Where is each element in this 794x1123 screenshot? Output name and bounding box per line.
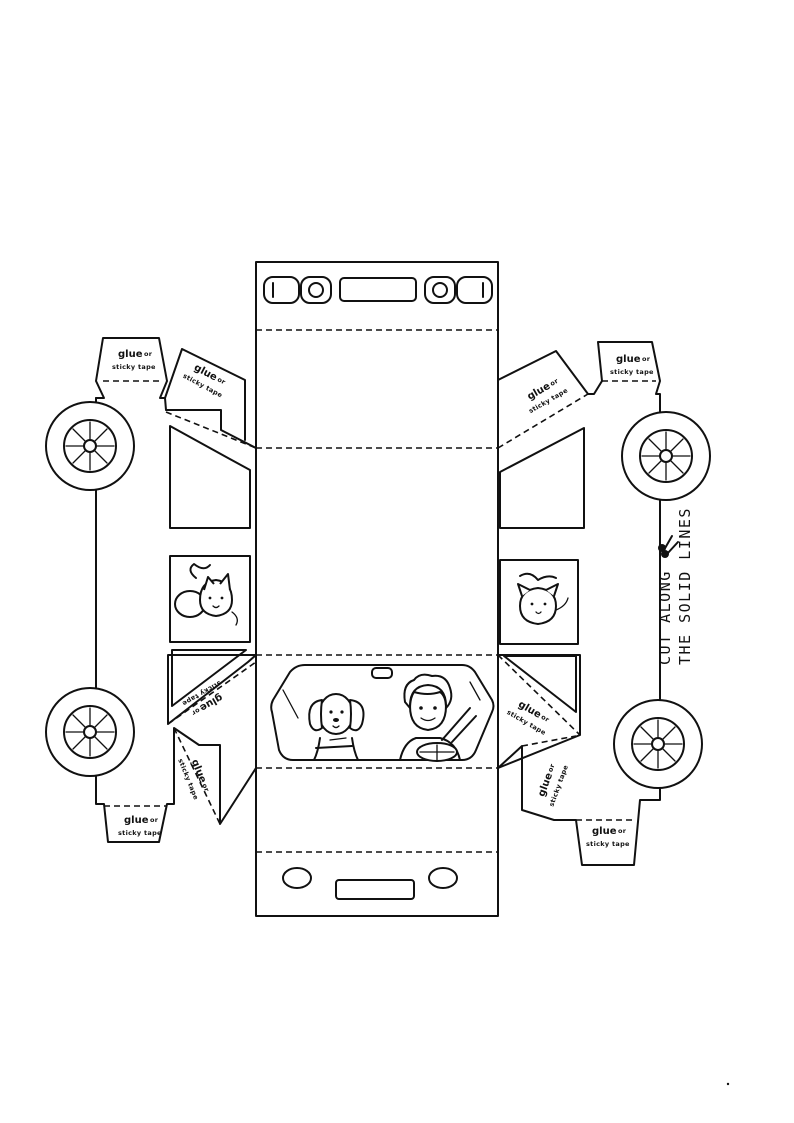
cat-right: [517, 572, 569, 625]
svg-text:glue: glue: [616, 354, 641, 365]
front-plate: [335, 879, 415, 900]
glue-tab-label-9: glue or sticky tape: [505, 699, 552, 737]
rear-light-left: [263, 276, 300, 304]
cat-left: [174, 563, 238, 626]
front-panel: [282, 867, 458, 900]
glue-tab-label-7: glue or sticky tape: [610, 354, 654, 376]
svg-text:or: or: [642, 355, 651, 363]
windshield: [270, 664, 495, 762]
left-window-rear: [171, 649, 247, 707]
dog-passenger: [308, 693, 365, 761]
svg-text:sticky tape: sticky tape: [610, 368, 654, 376]
svg-text:glue: glue: [592, 826, 617, 837]
svg-text:or: or: [216, 375, 227, 386]
rear-panel: [263, 276, 493, 304]
wheel-left-top: [45, 401, 135, 491]
rear-light-right: [456, 276, 493, 304]
svg-text:or: or: [549, 377, 561, 388]
svg-text:sticky tape: sticky tape: [112, 363, 156, 371]
glue-tab-label-10: glue or sticky tape: [536, 762, 570, 807]
car-body-strip: [255, 261, 499, 917]
right-window-front: [499, 427, 585, 529]
svg-text:or: or: [546, 762, 557, 773]
glue-tab-label-8: glue or sticky tape: [586, 826, 630, 848]
svg-text:or: or: [150, 816, 159, 824]
speck: [726, 1082, 730, 1086]
wheel-left-bottom: [45, 687, 135, 777]
rear-plate: [339, 277, 417, 302]
glue-tab-label-1: glue or sticky tape: [112, 349, 156, 371]
svg-text:or: or: [540, 713, 552, 724]
right-side-panel: CUT ALONG THE SOLID LINES: [497, 341, 711, 866]
scissors-icon: [658, 535, 679, 558]
svg-text:or: or: [190, 706, 202, 717]
headlight-left: [282, 867, 312, 889]
svg-text:glue: glue: [124, 815, 149, 826]
mirror: [371, 667, 393, 679]
svg-text:or: or: [618, 827, 627, 835]
svg-text:glue: glue: [118, 349, 143, 360]
svg-text:or: or: [200, 782, 211, 793]
glue-tab-label-5: glue or sticky tape: [118, 815, 162, 837]
boy-driver: [399, 673, 477, 762]
left-window-front: [169, 425, 251, 529]
wheel-right-top: [621, 411, 711, 501]
instruction-line-2: THE SOLID LINES: [676, 507, 694, 665]
wheel-right-bottom: [613, 699, 703, 789]
svg-text:or: or: [144, 350, 153, 358]
glue-tab-label-4: glue or sticky tape: [176, 758, 211, 802]
svg-text:sticky tape: sticky tape: [586, 840, 630, 848]
glue-tab-label-2: glue or sticky tape: [182, 362, 228, 399]
instruction-line-1: CUT ALONG: [656, 570, 674, 665]
glue-tab-label-3: glue or sticky tape: [180, 679, 224, 718]
left-window-middle: [169, 555, 251, 643]
headlight-right: [428, 867, 458, 889]
right-window-rear: [503, 655, 577, 713]
right-window-middle: [499, 559, 579, 645]
left-side-panel: [45, 337, 257, 843]
svg-text:sticky tape: sticky tape: [118, 829, 162, 837]
